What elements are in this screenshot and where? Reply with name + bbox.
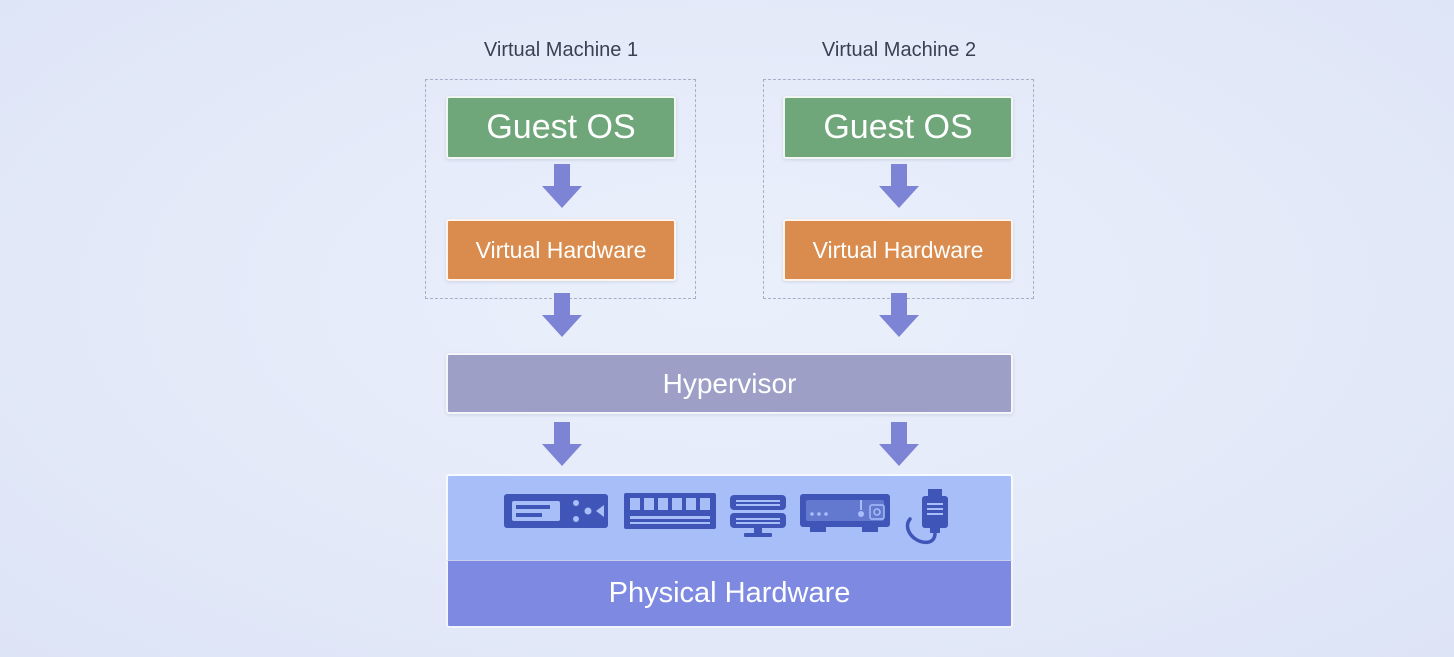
arrow-down-icon — [879, 293, 919, 337]
vm2-title: Virtual Machine 2 — [821, 39, 977, 61]
arrow-down-icon — [542, 164, 582, 208]
server-stack-icon — [730, 495, 786, 537]
vm1-virtual-hardware: Virtual Hardware — [446, 219, 676, 281]
physical-hardware-block: Physical Hardware — [446, 560, 1013, 628]
hypervisor-block: Hypervisor — [446, 353, 1013, 414]
disk-drive-icon — [800, 494, 890, 532]
arrow-down-icon — [542, 422, 582, 466]
arrow-down-icon — [542, 293, 582, 337]
vm2-guest-os: Guest OS — [783, 96, 1013, 159]
vm2-virtual-hardware: Virtual Hardware — [783, 219, 1013, 281]
arrow-down-icon — [879, 422, 919, 466]
arrow-down-icon — [879, 164, 919, 208]
usb-cable-icon — [905, 489, 948, 544]
memory-module-icon — [624, 493, 716, 529]
vm1-title: Virtual Machine 1 — [483, 39, 639, 61]
network-switch-icon — [504, 494, 608, 528]
vm1-guest-os: Guest OS — [446, 96, 676, 159]
